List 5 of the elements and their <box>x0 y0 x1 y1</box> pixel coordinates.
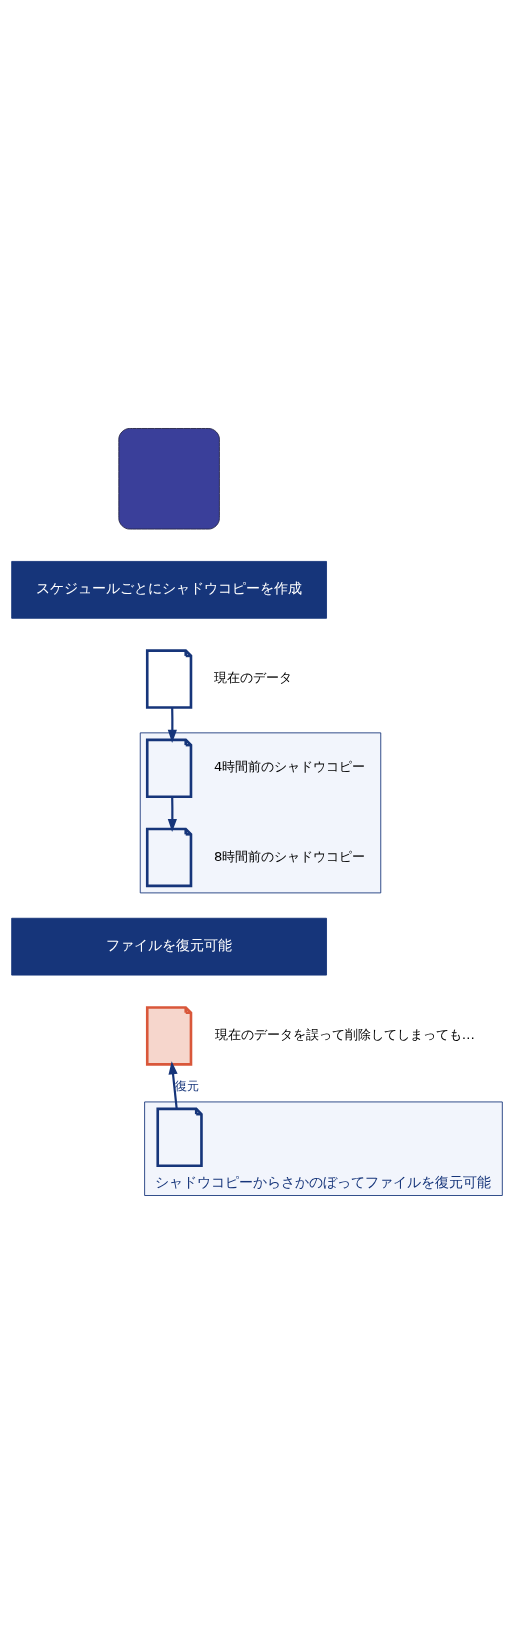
node-label: 8時間前のシャドウコピー <box>214 848 366 864</box>
node-label: 現在のデータを誤って削除してしまっても… <box>214 1026 475 1042</box>
node-label: 4時間前のシャドウコピー <box>214 758 366 774</box>
node-label: 現在のデータ <box>214 669 293 685</box>
edge-label: 復元 <box>175 1078 200 1093</box>
